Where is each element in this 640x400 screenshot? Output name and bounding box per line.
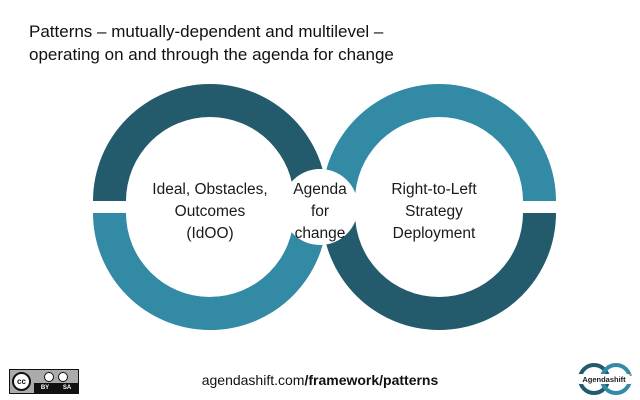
left-node-label-line-1: Ideal, Obstacles, (152, 181, 267, 198)
cc-license-badge[interactable]: cc BY SA (9, 369, 79, 394)
agendashift-logo: Agendashift ™ (578, 363, 632, 395)
cc-by-label: BY (40, 385, 50, 391)
diagram-title: Patterns – mutually-dependent and multil… (29, 20, 629, 66)
center-disc (282, 169, 358, 245)
right-ring-top-segment (322, 84, 556, 201)
title-line-2: operating on and through the agenda for … (29, 45, 394, 64)
right-notch-chevron (519, 201, 560, 211)
left-ring-inner-disc (127, 124, 293, 290)
right-node-label-line-2: Strategy (405, 203, 463, 220)
center-node-label-line-2: for (311, 203, 329, 220)
right-node-label-line-1: Right-to-Left (391, 181, 477, 198)
share-alike-icon (58, 371, 68, 382)
left-node-label-line-2: Outcomes (175, 203, 246, 220)
attribution-icon (44, 371, 54, 382)
logo-trademark: ™ (628, 373, 632, 378)
left-notch-chevron (89, 201, 130, 211)
footer-url-domain: agendashift.com (201, 372, 305, 388)
right-ring-bottom-segment (322, 213, 556, 330)
left-ring-top-right-segment (210, 84, 327, 201)
logo-text: Agendashift (582, 375, 626, 384)
footer-link[interactable]: agendashift.com/framework/patterns (0, 372, 640, 388)
left-ring-crossing-segment (210, 213, 327, 330)
cc-icon: cc (12, 372, 31, 391)
left-node-label-line-3: (IdOO) (186, 225, 233, 242)
center-node-label-line-1: Agenda (293, 181, 347, 198)
footer-url-path: /framework/patterns (304, 372, 439, 388)
center-node-label-line-3: change (295, 225, 346, 242)
cc-sa-label: SA (62, 385, 72, 391)
right-ring-inner-disc (356, 124, 522, 290)
title-line-1: Patterns – mutually-dependent and multil… (29, 22, 384, 41)
right-node-label-line-3: Deployment (393, 225, 476, 242)
left-ring-top-left-segment (93, 84, 210, 201)
